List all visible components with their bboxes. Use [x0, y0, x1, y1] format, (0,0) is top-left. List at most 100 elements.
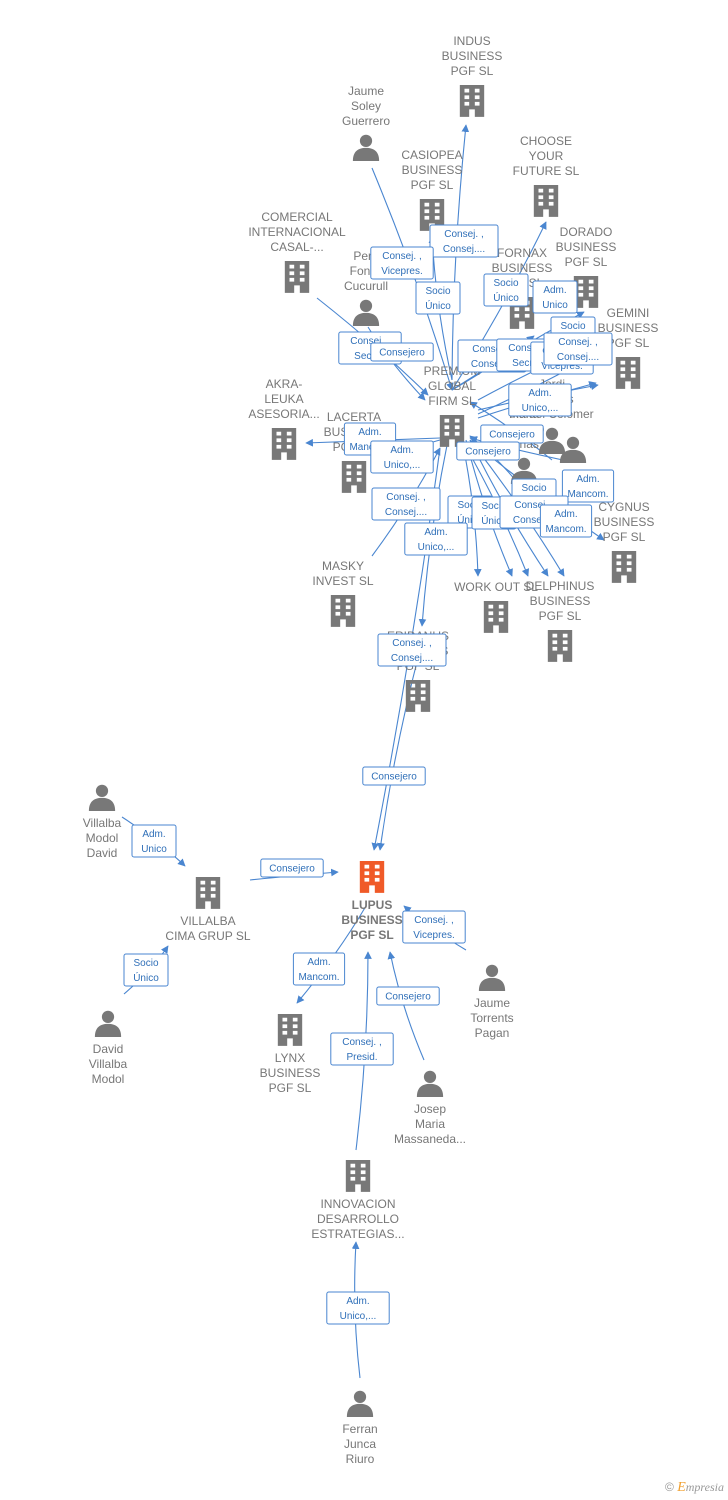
relation-tag[interactable]: Adm.Unico,...: [326, 1291, 390, 1325]
node-label-line: CASAL-...: [270, 240, 323, 254]
relation-tag[interactable]: Adm.Mancom.: [561, 469, 615, 503]
relation-tag[interactable]: Adm.Mancom.: [539, 504, 593, 538]
relation-tag[interactable]: Consej. ,Consej....: [371, 487, 441, 521]
node-label-line: Cucurull: [344, 279, 388, 293]
node-label-line: FUTURE SL: [513, 164, 580, 178]
relation-tag[interactable]: Consejero: [480, 424, 544, 444]
node-innovacion[interactable]: INNOVACIONDESARROLLOESTRATEGIAS...: [311, 1160, 405, 1241]
node-label-line: Junca: [344, 1437, 376, 1451]
relation-tag[interactable]: Adm.Unico: [532, 280, 578, 314]
relation-tag-label: Mancom.: [298, 972, 339, 983]
relation-tag-box: [330, 1032, 394, 1066]
node-workout[interactable]: WORK OUT SL: [454, 580, 538, 633]
brand-name: mpresia: [685, 1480, 724, 1494]
relation-tag-label: Consejero: [379, 348, 425, 359]
person-icon: [352, 134, 380, 161]
relation-tag-box: [402, 910, 466, 944]
relation-tag[interactable]: Consejero: [362, 766, 426, 786]
building-icon: [271, 428, 297, 460]
node-label-line: LACERTA: [327, 410, 381, 424]
relation-tag[interactable]: Consej. ,Vicepres.: [370, 246, 434, 280]
relation-tag-label: Unico,...: [522, 403, 559, 414]
relation-tag[interactable]: Adm.Unico,...: [508, 383, 572, 417]
edge-josep-to-lupus: [387, 951, 425, 1061]
building-icon: [533, 185, 559, 217]
node-label-line: Jaume: [474, 996, 510, 1010]
relation-tag[interactable]: Consejero: [376, 986, 440, 1006]
relation-tag-box: [376, 986, 440, 1006]
relation-tag[interactable]: Consej. ,Presid.: [330, 1032, 394, 1066]
relation-tag-box: [260, 858, 324, 878]
relation-tag[interactable]: Consej. ,Consej....: [543, 332, 613, 366]
node-label-line: Pagan: [475, 1026, 510, 1040]
node-label-line: YOUR: [529, 149, 564, 163]
node-label-line: WORK OUT SL: [454, 580, 538, 594]
relation-tag[interactable]: Adm.Mancom.: [292, 952, 346, 986]
node-label-line: PGF SL: [603, 530, 646, 544]
building-icon: [359, 861, 385, 893]
relation-tag-label: Socio: [493, 278, 518, 289]
person-icon: [94, 1010, 122, 1037]
relation-tag-label: Consejero: [465, 447, 511, 458]
node-label-line: BUSINESS: [442, 49, 503, 63]
empresia-brand[interactable]: © Empresia: [665, 1480, 724, 1496]
relation-tag[interactable]: Consej. ,Consej....: [429, 224, 499, 258]
relation-tag-box: [543, 332, 613, 366]
node-label-line: DORADO: [560, 225, 613, 239]
node-label-line: INTERNACIONAL: [248, 225, 346, 239]
relation-tag-label: Adm.: [142, 829, 165, 840]
relation-tag[interactable]: Consej. ,Consej....: [377, 633, 447, 667]
node-label-line: CYGNUS: [598, 500, 649, 514]
relation-tag[interactable]: Adm.Unico: [131, 824, 177, 858]
node-label-line: Jaume: [348, 84, 384, 98]
node-comercial[interactable]: COMERCIALINTERNACIONALCASAL-...: [248, 210, 346, 293]
relation-tag-box: [415, 281, 461, 315]
node-josep[interactable]: JosepMariaMassaneda...: [394, 1070, 466, 1146]
relation-tag[interactable]: Consejero: [456, 441, 520, 461]
relation-tag-label: Único: [493, 291, 519, 304]
building-icon: [330, 595, 356, 627]
node-label-line: Villalba: [89, 1057, 128, 1071]
relation-tag[interactable]: Adm.Unico,...: [404, 522, 468, 556]
relation-tag-label: Socio: [560, 321, 585, 332]
relation-tag-label: Consej. ,: [386, 492, 425, 503]
relation-tag[interactable]: Consejero: [260, 858, 324, 878]
relation-tag-label: Consej....: [513, 515, 555, 526]
relation-tag-label: Único: [133, 971, 159, 984]
person-icon: [416, 1070, 444, 1097]
relation-tag-label: Unico,...: [340, 1311, 377, 1322]
node-akra[interactable]: AKRA-LEUKAASESORIA...: [248, 377, 320, 460]
node-label-line: BUSINESS: [341, 913, 402, 927]
node-label-line: BUSINESS: [556, 240, 617, 254]
node-label-line: LYNX: [275, 1051, 305, 1065]
relation-tag[interactable]: Adm.Unico,...: [370, 440, 434, 474]
relation-tag[interactable]: Consejero: [370, 342, 434, 362]
node-label-line: Soley: [351, 99, 381, 113]
building-icon: [547, 630, 573, 662]
relation-tag-box: [371, 487, 441, 521]
building-icon: [345, 1160, 371, 1192]
relation-tag[interactable]: Consej. ,Vicepres.: [402, 910, 466, 944]
building-icon: [483, 601, 509, 633]
node-label-line: CIMA GRUP SL: [165, 929, 250, 943]
